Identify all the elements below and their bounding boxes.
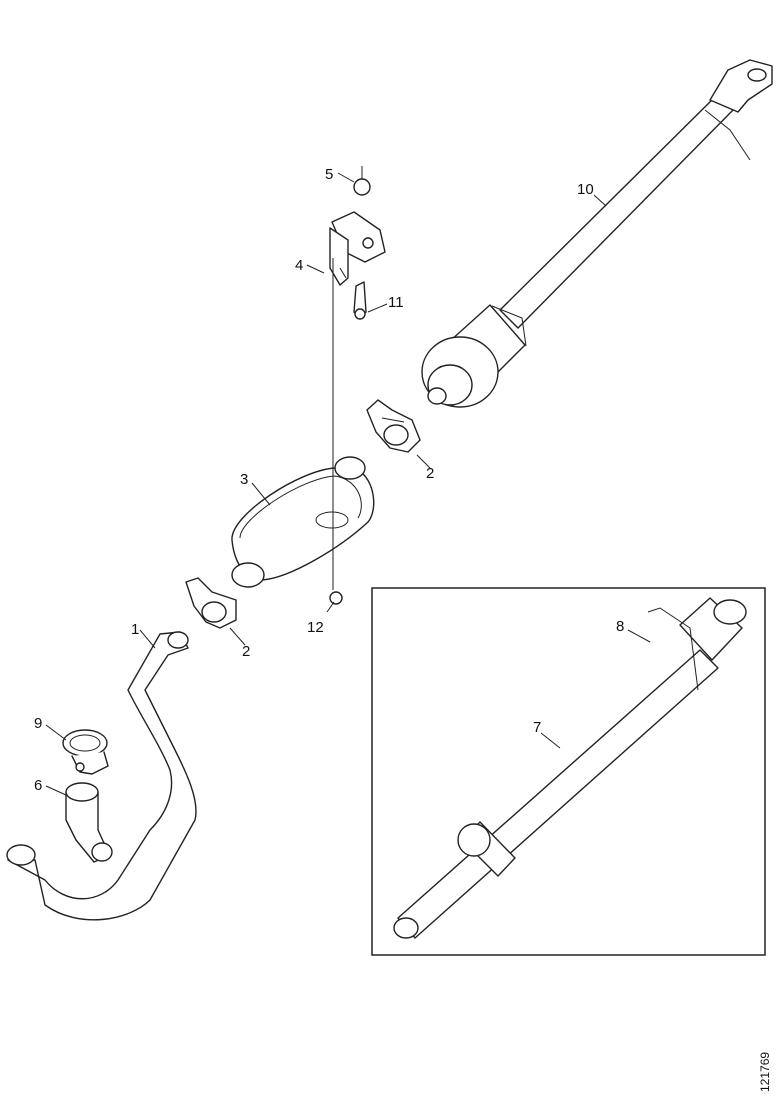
callout-leaders	[45, 172, 651, 796]
callout-2-upper: 2	[426, 465, 434, 482]
callout-9: 9	[34, 715, 42, 732]
hanger-bracket	[329, 166, 386, 320]
callout-1: 1	[131, 621, 139, 638]
front-silencer	[231, 456, 375, 588]
callout-12: 12	[307, 619, 324, 636]
document-id: 121769	[758, 1052, 772, 1092]
clamp-ring	[62, 729, 109, 775]
lower-clamp	[185, 577, 237, 629]
rear-silencer	[421, 304, 527, 408]
front-pipe	[6, 631, 197, 921]
callout-3: 3	[240, 471, 248, 488]
callout-7: 7	[533, 719, 541, 736]
callout-6: 6	[34, 777, 42, 794]
mounting-bolt	[329, 258, 343, 605]
upper-clamp	[366, 399, 421, 453]
inset-box	[371, 587, 766, 956]
rear-exhaust-pipe	[499, 59, 773, 329]
callout-4: 4	[295, 257, 303, 274]
callout-2-lower: 2	[242, 643, 250, 660]
callout-11: 11	[388, 294, 404, 311]
callout-5: 5	[325, 166, 333, 183]
elbow-adapter	[65, 782, 113, 863]
callout-10: 10	[577, 181, 594, 198]
callout-8: 8	[616, 618, 624, 635]
